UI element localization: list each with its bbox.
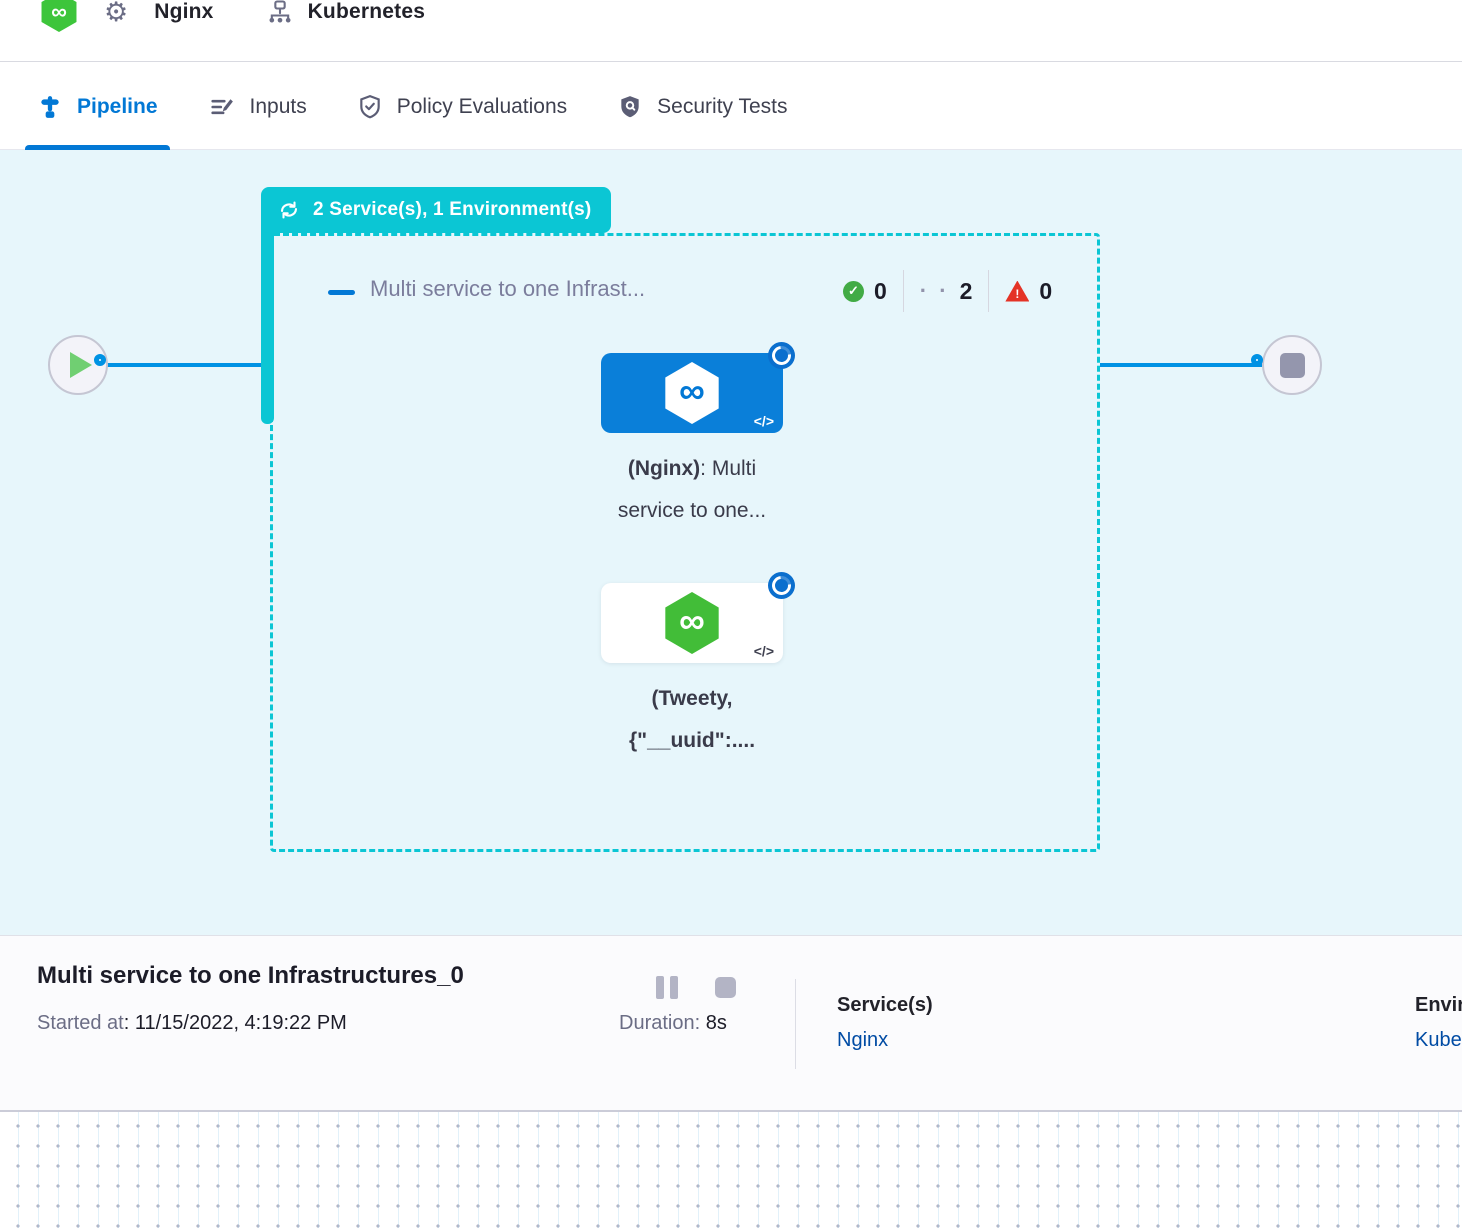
started-at-label: Started at bbox=[37, 1012, 124, 1034]
stage-title: Multi service to one Infrast... bbox=[370, 276, 646, 301]
infinity-icon: ∞ bbox=[51, 0, 67, 24]
execution-summary-bar: Multi service to one Infrastructures_0 S… bbox=[0, 935, 1462, 1112]
started-at-value: : 11/15/2022, 4:19:22 PM bbox=[123, 1012, 347, 1034]
failed-icon: ! bbox=[1005, 280, 1030, 302]
pipeline-canvas[interactable]: Multi service to one Infrast... ✓ 0 · · … bbox=[0, 150, 1462, 935]
end-port bbox=[1251, 354, 1263, 366]
running-spinner-icon bbox=[768, 572, 795, 599]
infinity-icon: ∞ bbox=[679, 370, 705, 411]
stage-node-nginx[interactable]: ∞ </> bbox=[601, 353, 783, 433]
tab-pipeline[interactable]: Pipeline bbox=[25, 63, 170, 150]
started-at: Started at: 11/15/2022, 4:19:22 PM bbox=[37, 1012, 347, 1035]
stage-execution-strip bbox=[261, 192, 274, 424]
stop-icon bbox=[1279, 352, 1305, 378]
divider bbox=[988, 270, 990, 312]
harness-stage-icon: ∞ bbox=[665, 592, 719, 654]
stage-status-counts: ✓ 0 · · 2 ! 0 bbox=[843, 270, 1052, 312]
environment-icon bbox=[266, 0, 294, 26]
environments-summary: Environment(s) Kubernetes bbox=[1415, 994, 1462, 1052]
environment-name: Kubernetes bbox=[307, 0, 426, 23]
services-summary: Service(s) Nginx bbox=[837, 994, 933, 1052]
edge-stage-to-end bbox=[1100, 363, 1262, 367]
harness-stage-icon: ∞ bbox=[665, 362, 719, 424]
tab-policy-evaluations-label: Policy Evaluations bbox=[396, 94, 568, 118]
duration: Duration: 8s bbox=[619, 1012, 727, 1035]
success-icon: ✓ bbox=[843, 280, 864, 302]
tab-security-tests-label: Security Tests bbox=[657, 94, 788, 118]
code-icon: </> bbox=[753, 413, 774, 429]
stage-badge-label: 2 Service(s), 1 Environment(s) bbox=[313, 199, 592, 220]
pipeline-icon bbox=[37, 94, 63, 120]
node-label-bold: (Nginx) bbox=[627, 457, 701, 480]
tab-policy-evaluations[interactable]: Policy Evaluations bbox=[357, 63, 567, 150]
collapse-stage-icon[interactable] bbox=[328, 290, 355, 295]
start-port bbox=[94, 354, 106, 366]
stage-group-box[interactable]: Multi service to one Infrast... ✓ 0 · · … bbox=[270, 233, 1100, 852]
loop-icon bbox=[277, 198, 301, 222]
node-label-line2: service to one... bbox=[617, 499, 767, 522]
infinity-icon: ∞ bbox=[679, 600, 705, 641]
failed-count: 0 bbox=[1039, 277, 1053, 304]
execution-title: Multi service to one Infrastructures_0 bbox=[37, 962, 464, 989]
duration-label: Duration: bbox=[619, 1012, 701, 1034]
stage-node-tweety[interactable]: ∞ </> bbox=[601, 583, 783, 663]
stage-node-tweety-label: (Tweety, {"__uuid":.... bbox=[572, 678, 812, 762]
details-grid-panel[interactable] bbox=[0, 1112, 1462, 1228]
divider bbox=[902, 270, 904, 312]
shield-lock-icon bbox=[617, 93, 643, 121]
execution-header-bar: ∞ ⚙ Nginx Kubernetes bbox=[0, 0, 1462, 62]
pause-button[interactable] bbox=[656, 976, 678, 999]
tab-inputs[interactable]: Inputs bbox=[208, 63, 307, 150]
running-count: 2 bbox=[959, 277, 973, 304]
shield-check-icon bbox=[357, 93, 383, 121]
stage-services-badge[interactable]: 2 Service(s), 1 Environment(s) bbox=[261, 187, 612, 233]
play-icon bbox=[70, 352, 92, 378]
harness-service-logo-icon: ∞ bbox=[41, 0, 77, 32]
running-icon: · · bbox=[919, 278, 950, 303]
inputs-icon bbox=[208, 93, 236, 121]
service-name: Nginx bbox=[154, 0, 214, 23]
edge-start-to-stage bbox=[105, 363, 265, 367]
running-spinner-icon bbox=[768, 342, 795, 369]
environments-label: Environment(s) bbox=[1415, 994, 1462, 1016]
node-label-line2: {"__uuid":.... bbox=[628, 729, 756, 752]
services-link[interactable]: Nginx bbox=[837, 1029, 889, 1051]
services-label: Service(s) bbox=[837, 994, 933, 1016]
execution-tabbar: Pipeline Inputs Policy Evaluations Secur… bbox=[0, 63, 1462, 150]
abort-button[interactable] bbox=[715, 977, 736, 998]
tab-inputs-label: Inputs bbox=[249, 94, 307, 118]
gear-icon: ⚙ bbox=[104, 0, 129, 27]
tab-security-tests[interactable]: Security Tests bbox=[617, 63, 788, 150]
pipeline-end-node[interactable] bbox=[1262, 335, 1322, 395]
node-label-line1: (Tweety, bbox=[651, 687, 733, 710]
duration-value: 8s bbox=[705, 1012, 727, 1034]
success-count: 0 bbox=[874, 277, 887, 304]
divider bbox=[795, 979, 796, 1069]
node-label-rest: : Multi bbox=[700, 457, 757, 480]
environments-link[interactable]: Kubernetes bbox=[1415, 1029, 1462, 1051]
stage-node-nginx-label: (Nginx): Multi service to one... bbox=[572, 448, 812, 532]
code-icon: </> bbox=[753, 643, 774, 659]
tab-pipeline-label: Pipeline bbox=[77, 94, 158, 118]
